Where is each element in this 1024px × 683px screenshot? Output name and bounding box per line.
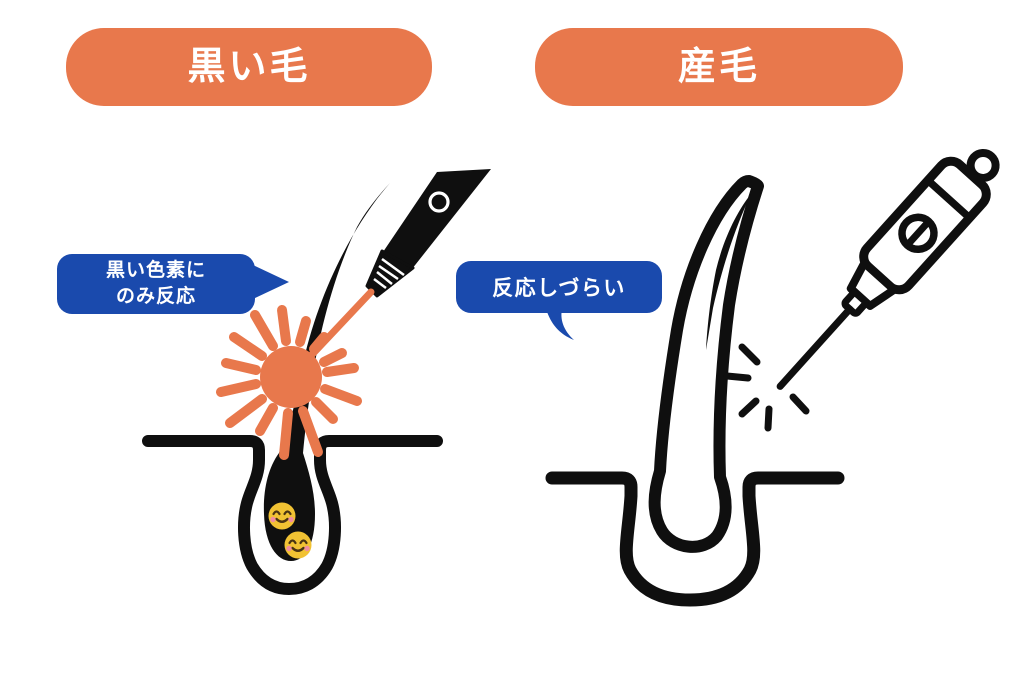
black-hair-illustration (142, 169, 491, 595)
weak-spark-icon (723, 343, 810, 432)
speech-bubble-left: 黒い色素に のみ反応 (57, 254, 289, 314)
speech-bubble-right-tail (546, 309, 574, 340)
header-vellus-hair-label: 産毛 (677, 46, 760, 88)
vellus-hair-strand (648, 175, 764, 553)
speech-bubble-left-tail (253, 265, 289, 299)
black-hair-strand (263, 183, 390, 561)
speech-bubble-left-line2: のみ反応 (115, 286, 196, 307)
speech-bubble-right-text: 反応しづらい (492, 277, 626, 300)
speech-bubble-left-line1: 黒い色素に (105, 260, 206, 282)
laser-pen-outline-icon (776, 148, 1000, 390)
laser-burst-icon (216, 305, 362, 460)
speech-bubble-right: 反応しづらい (456, 261, 662, 340)
pen-button-icon (428, 191, 450, 213)
header-black-hair-label: 黒い毛 (187, 46, 311, 88)
laser-needle (776, 305, 854, 390)
skin-surface-right (545, 471, 845, 607)
header-black-hair: 黒い毛 (66, 28, 432, 106)
header-vellus-hair: 産毛 (535, 28, 903, 106)
vellus-hair-illustration (545, 148, 1000, 607)
skin-surface-left (142, 435, 443, 595)
laser-pen-icon (365, 169, 491, 298)
